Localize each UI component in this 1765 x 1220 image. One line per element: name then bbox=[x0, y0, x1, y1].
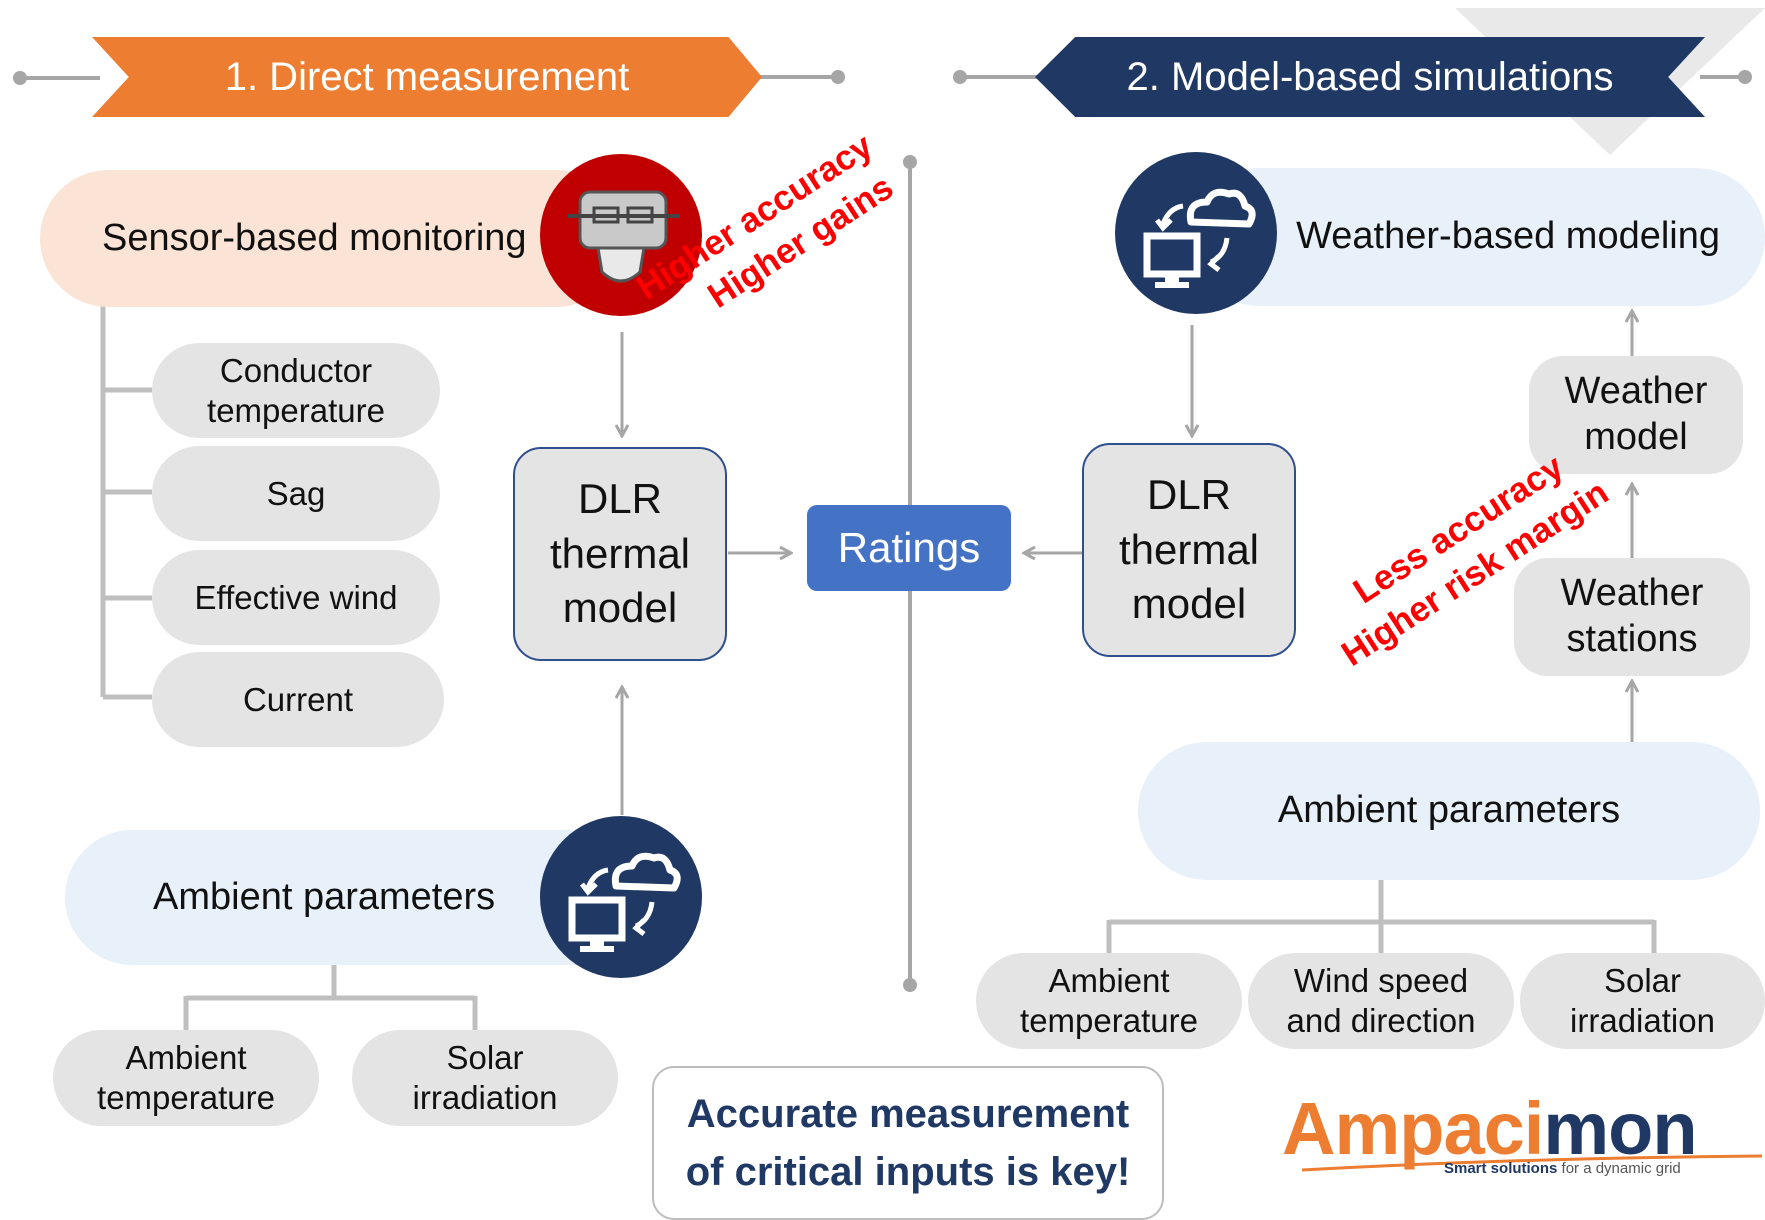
ratings-box: Ratings bbox=[807, 505, 1011, 591]
ambient-item-ambient-temperature-right: Ambient temperature bbox=[976, 953, 1242, 1049]
ambient-item-wind-speed-direction: Wind speed and direction bbox=[1248, 953, 1514, 1049]
ambient-item-solar-irradiation-left: Solar irradiation bbox=[352, 1030, 618, 1126]
sensor-item-current: Current bbox=[152, 652, 444, 747]
sensor-item-sag: Sag bbox=[152, 446, 440, 541]
banner-direct-measurement-label: 1. Direct measurement bbox=[224, 54, 630, 99]
sensor-based-monitoring-label: Sensor-based monitoring bbox=[102, 216, 527, 259]
banner-model-based-simulations-label: 2. Model-based simulations bbox=[1126, 54, 1614, 99]
line-sensor-icon bbox=[540, 154, 702, 316]
ambient-item-solar-irradiation-right: Solar irradiation bbox=[1520, 953, 1765, 1049]
banner-model-based-simulations: 2. Model-based simulations bbox=[1035, 37, 1705, 117]
ampacimon-logo: Ampacimon Smart solutions for a dynamic … bbox=[1282, 1092, 1765, 1220]
sensor-based-monitoring-box: Sensor-based monitoring bbox=[40, 170, 625, 307]
dlr-thermal-model-right: DLR thermal model bbox=[1082, 443, 1296, 657]
dlr-thermal-model-left: DLR thermal model bbox=[513, 447, 727, 661]
ambient-item-ambient-temperature-left: Ambient temperature bbox=[53, 1030, 319, 1126]
weather-stations-box: Weather stations bbox=[1514, 558, 1750, 676]
sensor-item-effective-wind: Effective wind bbox=[152, 550, 440, 645]
weather-model-box: Weather model bbox=[1529, 356, 1743, 474]
banner-direct-measurement: 1. Direct measurement bbox=[92, 37, 762, 117]
sensor-item-conductor-temperature: Conductor temperature bbox=[152, 343, 440, 438]
cloud-computer-icon bbox=[540, 816, 702, 978]
cloud-computer-icon bbox=[1115, 152, 1277, 314]
weather-based-modeling-box: Weather-based modeling bbox=[1190, 168, 1765, 306]
key-message-box: Accurate measurement of critical inputs … bbox=[652, 1066, 1164, 1220]
ambient-parameters-right: Ambient parameters bbox=[1138, 742, 1760, 880]
